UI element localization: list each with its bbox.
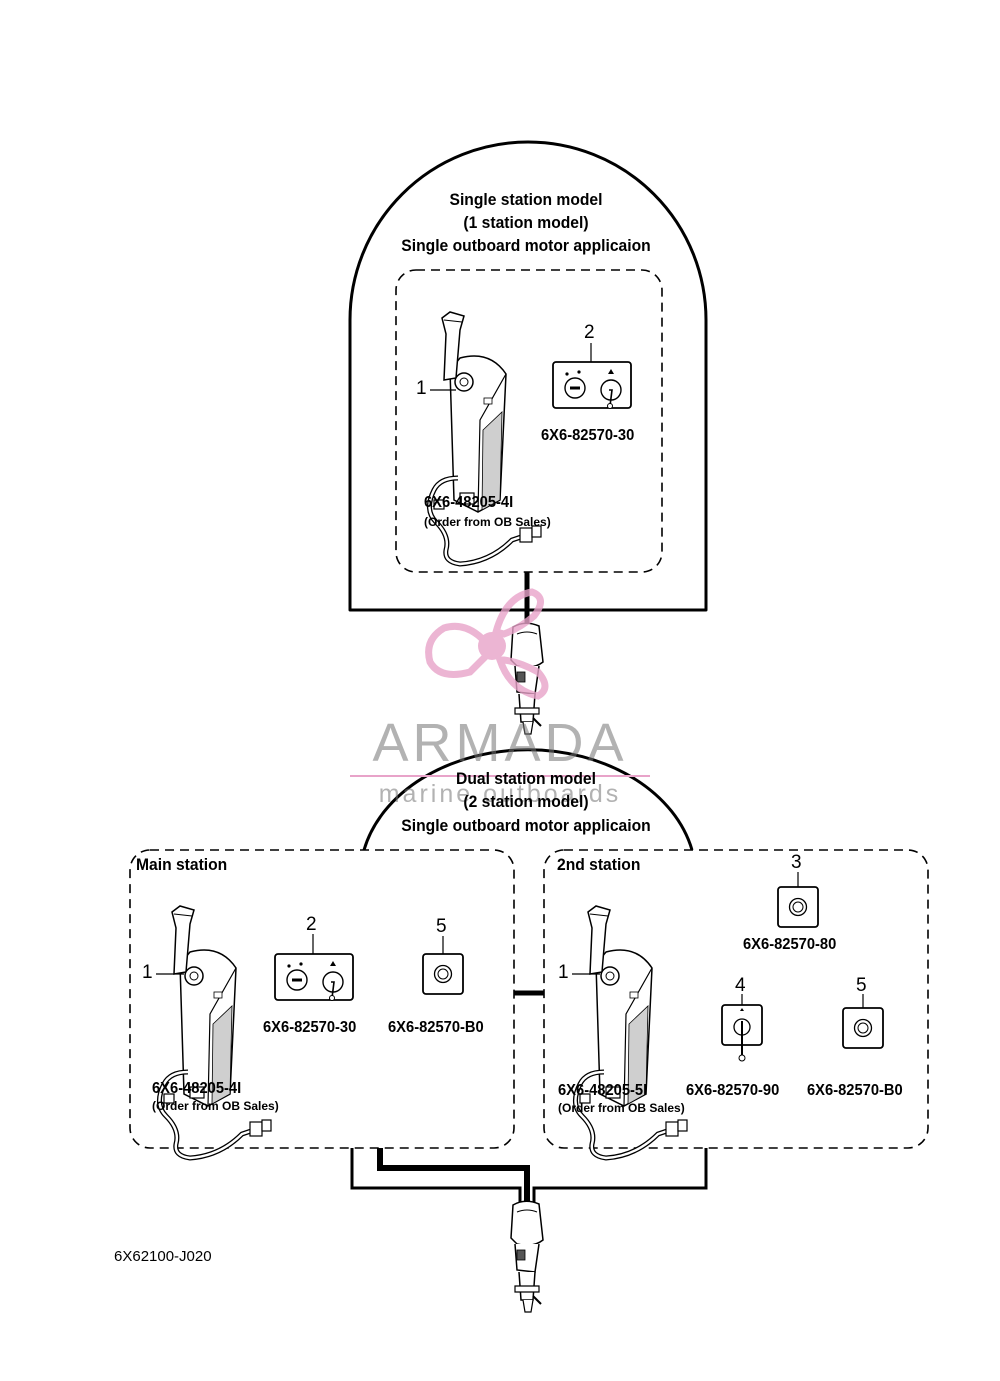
main-switch-panel-main — [273, 952, 355, 1002]
single-station-title-line1: Single station model — [449, 190, 603, 209]
dual-station-title-line3: Single outboard motor applicaion — [401, 816, 651, 835]
second-callout-4: 4 — [735, 975, 746, 996]
second-callout-1: 1 — [558, 962, 569, 983]
main-callout-1: 1 — [142, 962, 153, 983]
main-callout-5: 5 — [436, 916, 447, 937]
remote-control-box-second — [575, 906, 687, 1158]
main-callout-2: 2 — [306, 914, 317, 935]
second-callout-3: 3 — [791, 852, 802, 873]
key-switch-second — [721, 1004, 763, 1062]
single-station-arch — [348, 140, 708, 612]
outboard-motor-dual — [510, 1200, 544, 1313]
watermark-brand: ARMADA — [372, 713, 628, 773]
second-order-note: (Order from OB Sales) — [558, 1101, 685, 1115]
single-callout-1: 1 — [416, 378, 427, 399]
second-part-number-5: 6X6-82570-B0 — [807, 1082, 903, 1099]
push-switch-second-5 — [842, 1007, 884, 1049]
second-part-number-3: 6X6-82570-80 — [743, 936, 837, 953]
second-part-number-1: 6X6-48205-5I — [558, 1082, 648, 1099]
second-part-number-4: 6X6-82570-90 — [686, 1082, 780, 1099]
watermark-propeller-logo — [425, 588, 549, 700]
figure-code: 6X62100-J020 — [114, 1248, 212, 1265]
main-part-number-1: 6X6-48205-4I — [152, 1080, 242, 1097]
watermark-tagline: marine outboards — [378, 780, 622, 808]
remote-control-box-main — [159, 906, 271, 1158]
single-callout-2: 2 — [584, 322, 595, 343]
dual-station-title-line2: (2 station model) — [463, 792, 589, 811]
dual-station-arch — [362, 748, 694, 851]
dual-station-title-line1: Dual station model — [456, 769, 596, 788]
cable-main-inner — [377, 1148, 530, 1205]
single-part-number-2: 6X6-82570-30 — [541, 427, 635, 444]
main-part-number-2: 6X6-82570-30 — [263, 1019, 357, 1036]
single-order-note: (Order from OB Sales) — [424, 515, 551, 529]
cable-main-outer — [350, 1148, 522, 1205]
push-switch-second-3 — [777, 886, 819, 928]
second-callout-5: 5 — [856, 975, 867, 996]
push-switch-main — [422, 953, 464, 995]
main-part-number-5: 6X6-82570-B0 — [388, 1019, 484, 1036]
main-order-note: (Order from OB Sales) — [152, 1099, 279, 1113]
cable-second — [532, 1148, 708, 1205]
second-station-label: 2nd station — [557, 855, 641, 874]
single-station-title-line3: Single outboard motor applicaion — [401, 236, 651, 255]
second-station-frame — [543, 849, 929, 1149]
main-station-frame — [129, 849, 515, 1149]
main-station-label: Main station — [136, 855, 228, 874]
single-part-number-1: 6X6-48205-4I — [424, 494, 514, 511]
single-station-title-line2: (1 station model) — [463, 213, 589, 232]
main-switch-panel-single — [551, 360, 633, 410]
